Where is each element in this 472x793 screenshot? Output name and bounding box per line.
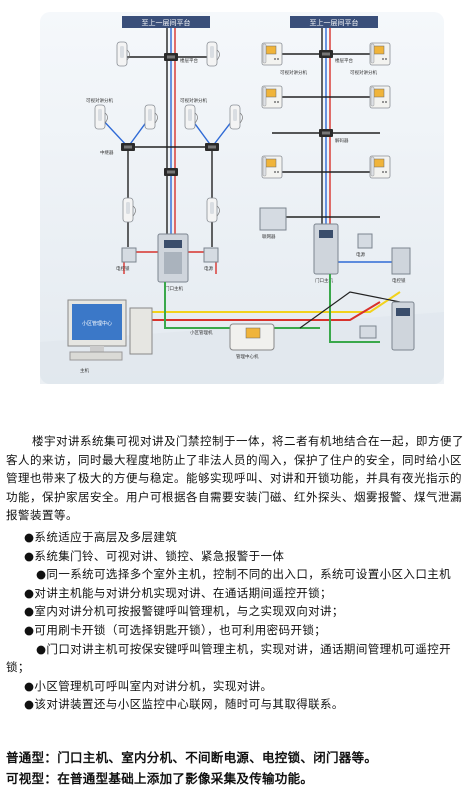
function-item: ●门口对讲主机可按保安键呼叫管理主机，实现对讲，通话期间管理机可遥控开锁； [6, 641, 452, 675]
label-community-manager: 小区管理机 [190, 329, 213, 336]
label-right-lock: 电控锁 [392, 277, 406, 284]
label-left-floor: 楼层平台 [180, 57, 198, 64]
label-left-power: 电源 [204, 265, 213, 272]
label-right-floor: 楼层平台 [335, 57, 353, 64]
label-right-network: 联网器 [262, 233, 276, 240]
feature-list: ●系统适应于高层及多层建筑 ●系统集门铃、可视对讲、锁控、紧急报警于一体 ●同一… [6, 528, 468, 714]
label-right-decoder: 解码器 [335, 137, 349, 144]
function-item: ●可用刷卡开锁（可选择钥匙开锁），也可利用密码开锁； [24, 622, 327, 637]
label-right-phone-1: 可视对讲分机 [280, 69, 307, 76]
function-item: ●小区管理机可呼叫室内对讲分机，实现对讲。 [24, 678, 273, 693]
label-left-relay: 中继器 [100, 149, 114, 156]
intercom-system-diagram: 至上一层间平台 至上一层间平台 楼层平台 可视对讲分机 可视对讲分机 [40, 12, 444, 384]
normal-type-line: 普通型：门口主机、室内分机、不间断电源、电控锁、闭门器等。 [6, 750, 378, 765]
label-management: 管理中心机 [236, 353, 259, 360]
header-left: 至上一层间平台 [142, 18, 191, 27]
function-item: ●对讲主机能与对讲分机实现对讲、在通话期间遥控开锁； [24, 585, 332, 600]
label-right-power: 电源 [356, 251, 365, 258]
monitor-label: 小区管理中心 [82, 320, 112, 327]
label-right-phone-2: 可视对讲分机 [350, 69, 377, 76]
feature-item: ●系统适应于高层及多层建筑 [24, 530, 178, 544]
label-right-door-unit: 门口主机 [315, 277, 333, 284]
function-item: ●室内对讲分机可按报警键呼叫管理机，与之实现双向对讲； [24, 604, 344, 619]
label-left-door-unit: 门口主机 [165, 285, 183, 292]
label-left-phone-2: 可视对讲分机 [180, 97, 207, 104]
feature-item: ●同一系统可选择多个室外主机，控制不同的出入口，系统可设置小区入口主机 [36, 567, 452, 582]
feature-item: ●系统集门铃、可视对讲、锁控、紧急报警于一体 [24, 548, 285, 563]
label-left-phone-1: 可视对讲分机 [86, 97, 113, 104]
function-item: ●该对讲装置还与小区监控中心联网，随时可与其取得联系。 [24, 697, 344, 712]
header-right: 至上一层间平台 [310, 18, 359, 27]
intro-paragraph: 楼宇对讲系统集可视对讲及门禁控制于一体，将二者有机地结合在一起，即方便了客人的来… [6, 434, 464, 523]
label-left-lock: 电控锁 [116, 265, 130, 272]
visual-type-line: 可视型：在普通型基础上添加了影像采集及传输功能。 [6, 771, 314, 786]
label-host: 主机 [80, 367, 89, 374]
